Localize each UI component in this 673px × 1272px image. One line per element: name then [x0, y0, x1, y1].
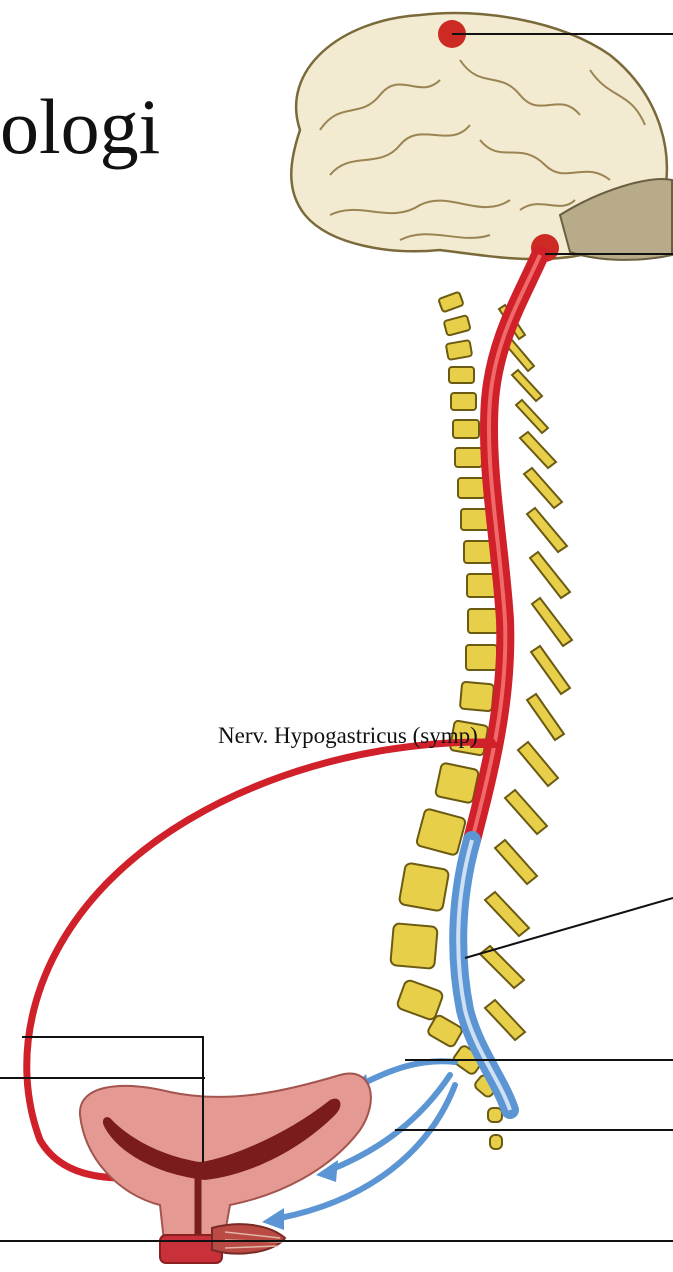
hypogastric-nerve-label: Nerv. Hypogastricus (symp) [218, 723, 478, 749]
external-sphincter-muscle [212, 1224, 285, 1253]
brain-icon [291, 13, 672, 262]
